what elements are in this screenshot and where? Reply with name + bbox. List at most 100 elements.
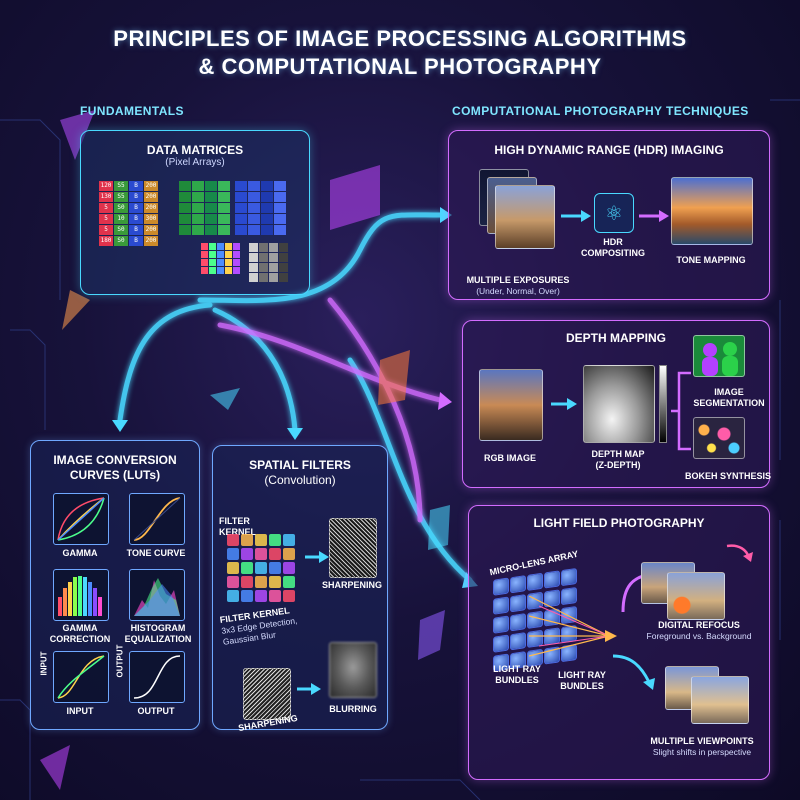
pixel-cell	[249, 243, 258, 252]
pixel-cell: 200	[144, 203, 158, 213]
arrow-right-icon	[551, 398, 577, 410]
kernel-cell	[255, 562, 267, 574]
micro-lens	[527, 572, 543, 591]
micro-lens	[510, 575, 526, 594]
pixel-cell: 5	[99, 203, 113, 213]
input-axis-label: INPUT	[39, 651, 49, 676]
pixel-cell: 5	[99, 225, 113, 235]
luts-title-line-2: CURVES (LUTs)	[69, 468, 161, 482]
pixel-cell	[235, 225, 247, 235]
pixel-cell	[261, 192, 273, 202]
micro-lens	[493, 577, 509, 596]
pixel-cell	[235, 203, 247, 213]
segmentation-image	[693, 335, 745, 377]
light-field-panel: LIGHT FIELD PHOTOGRAPHY MICRO-LENS ARRAY…	[468, 505, 770, 780]
depth-map-label: DEPTH MAP (Z-DEPTH)	[591, 449, 645, 470]
arrow-right-icon	[305, 551, 329, 563]
light-field-title: LIGHT FIELD PHOTOGRAPHY	[533, 516, 705, 530]
pixel-cell: B	[129, 181, 143, 191]
kernel-cell	[269, 548, 281, 560]
depth-mapping-panel: DEPTH MAPPING RGB IMAGE DEPTH MAP (Z-DEP…	[462, 320, 771, 488]
pixel-cell	[225, 251, 232, 258]
page-title-line-1: PRINCIPLES OF IMAGE PROCESSING ALGORITHM…	[113, 26, 687, 51]
pixel-cell	[259, 263, 268, 272]
pixel-cell	[209, 259, 216, 266]
kernel-cell	[227, 576, 239, 588]
micro-lens	[493, 615, 509, 634]
kernel-cell	[269, 562, 281, 574]
refocus-curve-arrow-icon	[726, 544, 753, 562]
pixel-cell	[233, 267, 240, 274]
kernel-cell	[269, 534, 281, 546]
pixel-cell	[259, 243, 268, 252]
pixel-cell: 120	[99, 181, 113, 191]
tone-curve-chart	[129, 493, 185, 545]
pixel-cell: B	[129, 214, 143, 224]
pixel-cell	[274, 192, 286, 202]
kernel-cell	[227, 534, 239, 546]
pixel-cell: S0	[114, 203, 128, 213]
pixel-swatch-color	[201, 243, 240, 274]
kernel-cell	[283, 562, 295, 574]
flow-arrow-to-hdr	[197, 212, 443, 304]
kernel-cell	[283, 534, 295, 546]
kernel-cell	[241, 576, 253, 588]
histogram-bar	[58, 597, 62, 616]
histogram-bar	[73, 577, 77, 616]
pixel-cell	[235, 214, 247, 224]
kernel-cell	[241, 590, 253, 602]
pixel-cell	[261, 225, 273, 235]
flow-arrow-to-spatial	[212, 307, 298, 433]
pixel-cell	[218, 192, 230, 202]
pixel-cell	[269, 243, 278, 252]
bokeh-image	[693, 417, 745, 459]
pixel-cell: 200	[144, 236, 158, 246]
histogram-bar	[68, 582, 72, 616]
filter-kernel-grid	[227, 534, 295, 602]
hdr-title: HIGH DYNAMIC RANGE (HDR) IMAGING	[494, 143, 724, 157]
output-axis-label: OUTPUT	[115, 644, 125, 678]
rgb-image	[479, 369, 543, 441]
pixel-cell	[225, 267, 232, 274]
pixel-cell	[259, 253, 268, 262]
pixel-cell: S5	[114, 192, 128, 202]
pixel-matrix-green	[179, 181, 230, 235]
arrow-right-icon	[561, 210, 591, 222]
pixel-cell	[249, 273, 258, 282]
section-heading-fundamentals: FUNDAMENTALS	[80, 104, 184, 118]
pixel-cell	[218, 214, 230, 224]
kernel-cell	[241, 562, 253, 574]
page-title-line-2: & COMPUTATIONAL PHOTOGRAPHY	[198, 54, 602, 79]
tone-mapping-label: TONE MAPPING	[676, 255, 746, 265]
pixel-cell: 300	[144, 214, 158, 224]
pixel-cell	[261, 203, 273, 213]
kernel-cell	[269, 590, 281, 602]
arrow-right-icon	[297, 683, 321, 695]
pixel-cell	[209, 251, 216, 258]
micro-lens	[493, 634, 509, 653]
pixel-cell	[179, 225, 191, 235]
micro-lens	[493, 596, 509, 615]
spatial-filters-title-line-1: SPATIAL FILTERS	[249, 458, 351, 472]
micro-lens	[510, 632, 526, 651]
pixel-cell	[248, 214, 260, 224]
pixel-cell	[274, 203, 286, 213]
viewpoint-image-2	[691, 676, 749, 724]
histogram-bar	[78, 576, 82, 616]
pixel-matrix-blue	[235, 181, 286, 235]
pixel-cell	[269, 263, 278, 272]
pixel-cell	[192, 214, 204, 224]
bokeh-label: BOKEH SYNTHESIS	[684, 471, 771, 481]
kernel-cell	[241, 548, 253, 560]
output-label: OUTPUT	[137, 706, 175, 716]
kernel-cell	[255, 548, 267, 560]
pixel-cell	[209, 267, 216, 274]
pixel-cell	[279, 273, 288, 282]
pixel-cell	[248, 225, 260, 235]
circuit-traces	[0, 99, 800, 800]
kernel-cell	[255, 590, 267, 602]
tone-curve-label: TONE CURVE	[126, 548, 186, 558]
pixel-cell	[248, 192, 260, 202]
